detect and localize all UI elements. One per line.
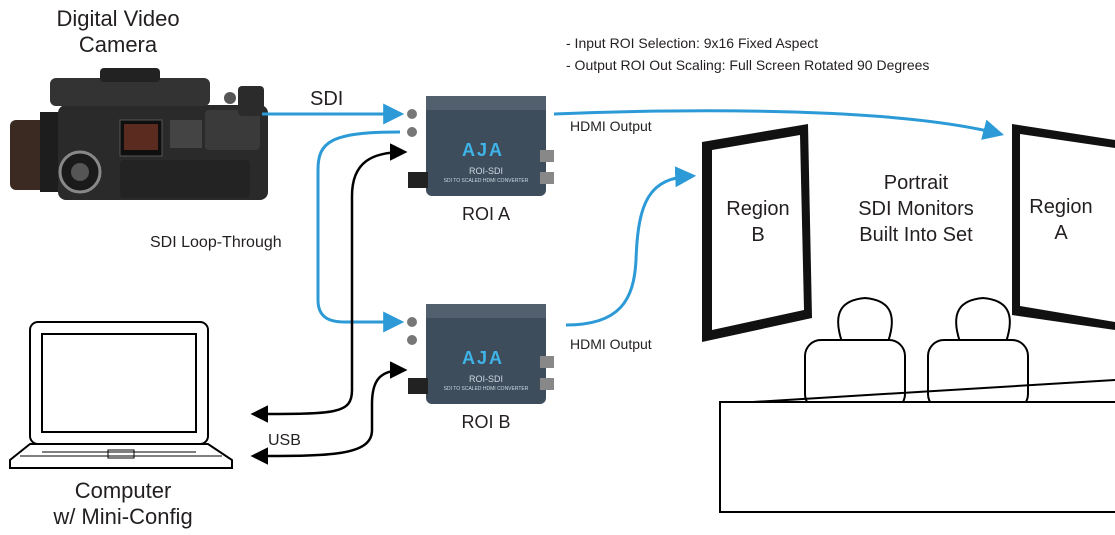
note-input-roi: - Input ROI Selection: 9x16 Fixed Aspect [566, 35, 819, 51]
usb-arrow-b [250, 361, 408, 465]
set-caption-line2: SDI Monitors [858, 198, 974, 220]
camera-title: Digital Video Camera [20, 6, 216, 58]
roi-b-subtitle: SDI TO SCALED HDMI CONVERTER [443, 386, 529, 392]
hdmi-a-label: HDMI Output [570, 118, 652, 134]
news-desk-icon [719, 296, 1115, 513]
sdi-loop-label: SDI Loop-Through [150, 234, 282, 251]
hdmi-b-arrow [565, 166, 697, 327]
camera-title-line2: Camera [78, 32, 158, 57]
computer-title-line1: Computer [74, 478, 172, 503]
note-output-roi: - Output ROI Out Scaling: Full Screen Ro… [566, 57, 930, 73]
roi-a-model: ROI-SDI [468, 166, 503, 176]
monitor-a-line2: A [1054, 222, 1068, 244]
camera-title-line1: Digital Video [56, 6, 180, 31]
monitor-a-label: Region A [1016, 194, 1106, 246]
roi-a-device-icon [407, 96, 554, 196]
monitor-a-icon [1012, 124, 1115, 330]
monitor-b-label: Region B [712, 196, 804, 248]
hdmi-a-arrow [553, 109, 1005, 140]
roi-b-model: ROI-SDI [468, 374, 503, 384]
roi-settings-notes: - Input ROI Selection: 9x16 Fixed Aspect… [566, 32, 929, 76]
roi-b-brand: AJA [462, 348, 505, 368]
sdi-loop-arrow-top [316, 130, 401, 324]
monitor-b-icon [702, 124, 812, 342]
roi-a-brand: AJA [462, 140, 505, 160]
set-caption-line3: Built Into Set [859, 224, 973, 246]
hdmi-b-label: HDMI Output [570, 336, 652, 352]
monitor-b-line1: Region [726, 198, 790, 220]
monitor-a-line1: Region [1029, 196, 1093, 218]
roi-a-caption: ROI A [461, 204, 510, 224]
roi-b-caption: ROI B [461, 412, 511, 432]
computer-title-line2: w/ Mini-Config [53, 504, 193, 529]
sdi-label: SDI [310, 88, 344, 110]
laptop-icon [9, 321, 233, 469]
camera-icon [10, 68, 268, 200]
roi-b-device-icon [407, 304, 554, 404]
roi-a-subtitle: SDI TO SCALED HDMI CONVERTER [443, 178, 529, 184]
set-caption-line1: Portrait [883, 172, 949, 194]
computer-title: Computer w/ Mini-Config [10, 478, 236, 530]
usb-label: USB [268, 432, 301, 449]
monitor-b-line2: B [751, 224, 765, 246]
set-monitors-caption: Portrait SDI Monitors Built Into Set [826, 170, 1006, 248]
